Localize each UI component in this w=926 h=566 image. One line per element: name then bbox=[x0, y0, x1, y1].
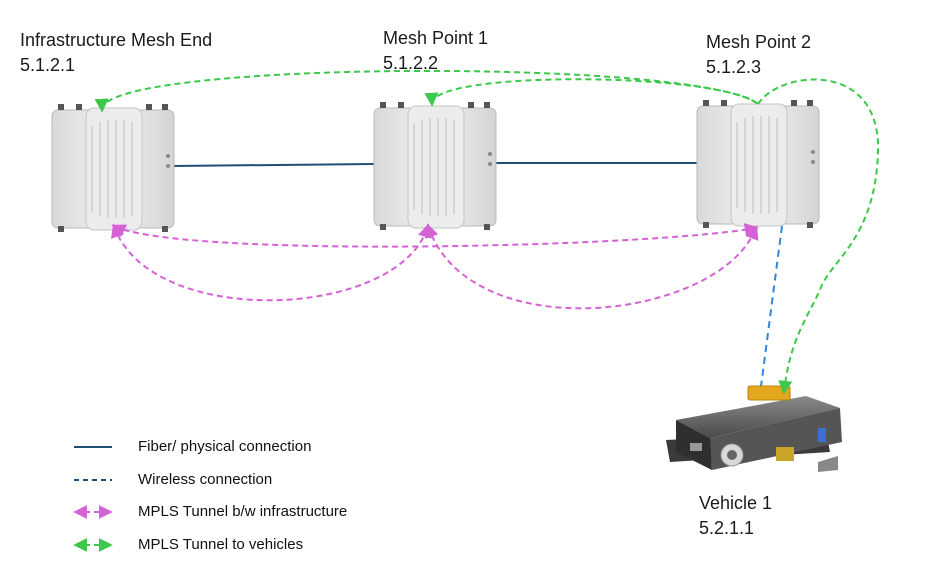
mpls-vehicle-tunnel-mp1 bbox=[424, 78, 759, 107]
node-ip-mp1: 5.1.2.2 bbox=[383, 53, 439, 73]
fiber-link-infra-mp1 bbox=[171, 163, 375, 167]
node-ip-vehicle: 5.2.1.1 bbox=[699, 518, 755, 538]
ap-device-mp1 bbox=[373, 102, 497, 230]
legend-label-fiber: Fiber/ physical connection bbox=[138, 438, 312, 455]
mpls-vehicle-tunnel-to-vehicle bbox=[757, 78, 880, 395]
node-ip-infra: 5.1.2.1 bbox=[20, 55, 76, 75]
node-label-mp2: Mesh Point 2 bbox=[706, 32, 812, 52]
mpls-infra-tunnel-infra-mp2 bbox=[111, 222, 759, 248]
mpls-vehicle-tunnel-infra bbox=[94, 69, 759, 113]
wireless-link-mp2-vehicle bbox=[759, 225, 783, 395]
ap-device-mp2 bbox=[696, 100, 820, 228]
legend-label-mpls-vehicle: MPLS Tunnel to vehicles bbox=[138, 536, 304, 553]
ap-device-infra bbox=[51, 104, 175, 232]
node-ip-mp2: 5.1.2.3 bbox=[706, 57, 762, 77]
legend-label-mpls-infra: MPLS Tunnel b/w infrastructure bbox=[138, 503, 348, 520]
mpls-infra-tunnel-infra-mp1 bbox=[111, 223, 432, 302]
vehicle-router-device bbox=[666, 385, 842, 472]
legend-label-wireless: Wireless connection bbox=[138, 471, 273, 488]
node-label-mp1: Mesh Point 1 bbox=[383, 28, 489, 48]
mpls-infra-tunnel-mp1-mp2 bbox=[424, 223, 759, 310]
node-label-vehicle: Vehicle 1 bbox=[699, 493, 773, 513]
node-label-infra: Infrastructure Mesh End bbox=[20, 30, 213, 50]
